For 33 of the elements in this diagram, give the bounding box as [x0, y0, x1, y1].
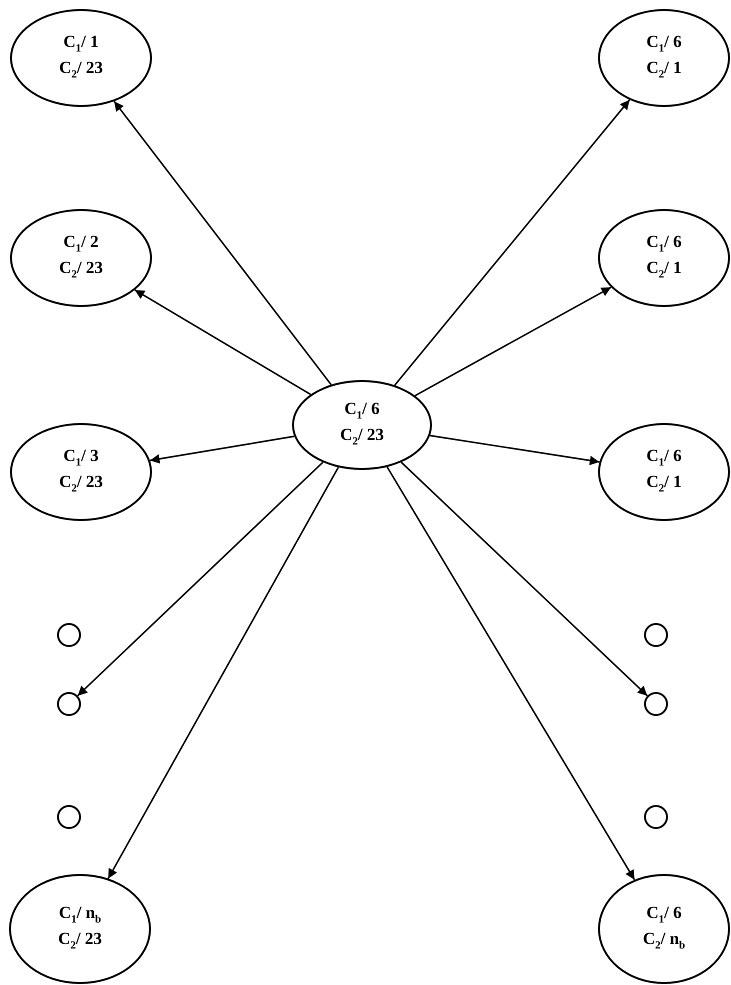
small-circle: [644, 623, 668, 647]
node-label: C$_{2}$/ n$_{b}$: [642, 929, 686, 954]
node-label: C$_{2}$/ 23: [59, 472, 103, 496]
arrow: [400, 462, 648, 696]
arrow: [134, 289, 311, 396]
node-label: C$_{2}$/ 1: [646, 258, 682, 282]
node-label: C$_{2}$/ 1: [646, 472, 682, 496]
arrow: [430, 434, 600, 466]
node-label: C$_{2}$/ 23: [340, 425, 384, 450]
node-label: C$_{2}$/ 23: [59, 58, 103, 82]
small-circle: [644, 805, 668, 829]
node-label: C$_{1}$/ 6: [344, 398, 380, 423]
arrow: [77, 462, 324, 696]
node-label: C$_{1}$/ 1: [63, 32, 99, 56]
node-label: C$_{2}$/ 1: [646, 58, 682, 82]
arrow: [114, 100, 332, 386]
arrow: [394, 99, 630, 386]
small-circle: [57, 692, 81, 716]
node-label: C$_{1}$/ 3: [63, 446, 99, 470]
node-label: C$_{1}$/ 6: [646, 446, 682, 470]
arrow: [386, 466, 636, 880]
node-label: C$_{1}$/ 6: [646, 32, 682, 56]
arrow: [414, 286, 612, 396]
node-label: C$_{1}$/ n$_{b}$: [58, 902, 102, 927]
small-circle: [57, 623, 81, 647]
node-label: C$_{2}$/ 23: [59, 258, 103, 282]
node-label: C$_{1}$/ 6: [646, 232, 682, 256]
node-label: C$_{1}$/ 2: [63, 232, 99, 256]
node-label: C$_{2}$/ 23: [58, 929, 102, 954]
small-circle: [57, 805, 81, 829]
small-circle: [644, 692, 668, 716]
node-label: C$_{1}$/ 6: [646, 902, 682, 927]
arrow: [150, 436, 294, 464]
